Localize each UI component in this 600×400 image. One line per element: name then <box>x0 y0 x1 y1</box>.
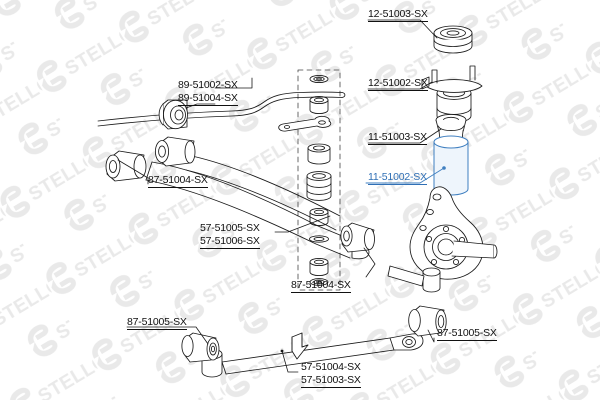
label-group-track-control-arm[interactable]: 57-51005-SX 57-51006-SX <box>200 222 260 249</box>
label-87-51004-sx-upper[interactable]: 87-51004-SX <box>148 174 208 188</box>
label-group-lateral-link[interactable]: 57-51004-SX 57-51003-SX <box>301 361 361 388</box>
label-group-stabiliser-bush[interactable]: 89-51002-SX 89-51004-SX <box>178 79 238 106</box>
label-12-51003-sx[interactable]: 12-51003-SX <box>368 8 428 22</box>
label-87-51004-sx-lower[interactable]: 87-51004-SX <box>291 279 351 293</box>
label-11-51002-sx[interactable]: 11-51002-SX <box>368 171 427 185</box>
label-11-51003-sx[interactable]: 11-51003-SX <box>368 131 427 145</box>
label-87-51005-sx-left[interactable]: 87-51005-SX <box>127 316 187 330</box>
label-87-51005-sx-right[interactable]: 87-51005-SX <box>437 327 497 341</box>
label-57-51005-sx[interactable]: 57-51005-SX <box>200 222 260 234</box>
label-57-51006-sx[interactable]: 57-51006-SX <box>200 235 260 249</box>
label-12-51002-sx[interactable]: 12-51002-SX <box>368 77 428 91</box>
label-89-51004-sx[interactable]: 89-51004-SX <box>178 92 238 106</box>
label-57-51004-sx[interactable]: 57-51004-SX <box>301 361 361 373</box>
label-89-51002-sx[interactable]: 89-51002-SX <box>178 79 238 91</box>
label-57-51003-sx[interactable]: 57-51003-SX <box>301 374 361 388</box>
